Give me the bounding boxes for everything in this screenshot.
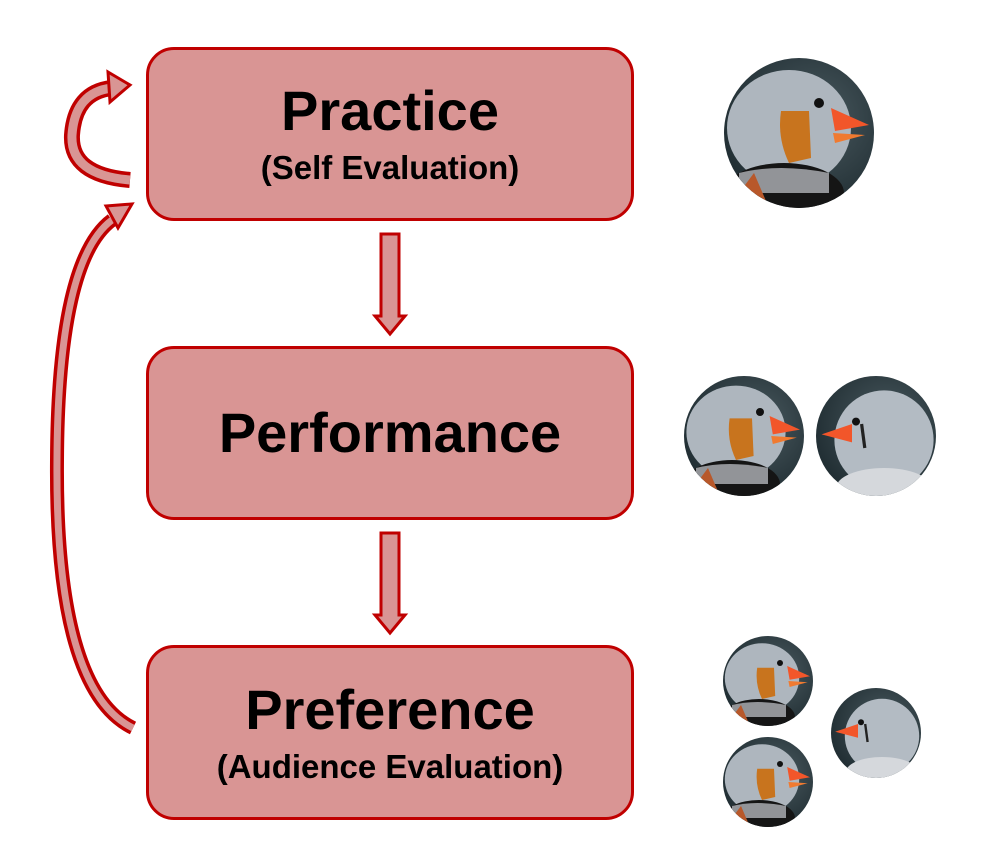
practice-box: Practice (Self Evaluation) [146, 47, 634, 221]
female-zebra-finch-icon [816, 376, 936, 508]
performance-box: Performance [146, 346, 634, 520]
male-zebra-finch-icon [724, 58, 874, 223]
self-loop-arrow [63, 69, 133, 188]
male-zebra-finch-icon [684, 376, 804, 508]
arrow-practice-to-performance [371, 232, 409, 337]
feedback-arrow [49, 202, 137, 735]
female-zebra-finch-icon [831, 688, 921, 787]
practice-subtitle: (Self Evaluation) [260, 149, 520, 186]
preference-box: Preference (Audience Evaluation) [146, 645, 634, 820]
practice-title: Practice [281, 79, 499, 143]
male-zebra-finch-icon [723, 636, 813, 735]
arrow-performance-to-preference [371, 531, 409, 636]
preference-subtitle: (Audience Evaluation) [216, 747, 564, 785]
male-zebra-finch-icon [723, 737, 813, 836]
preference-title: Preference [245, 677, 535, 741]
performance-title: Performance [218, 401, 562, 465]
